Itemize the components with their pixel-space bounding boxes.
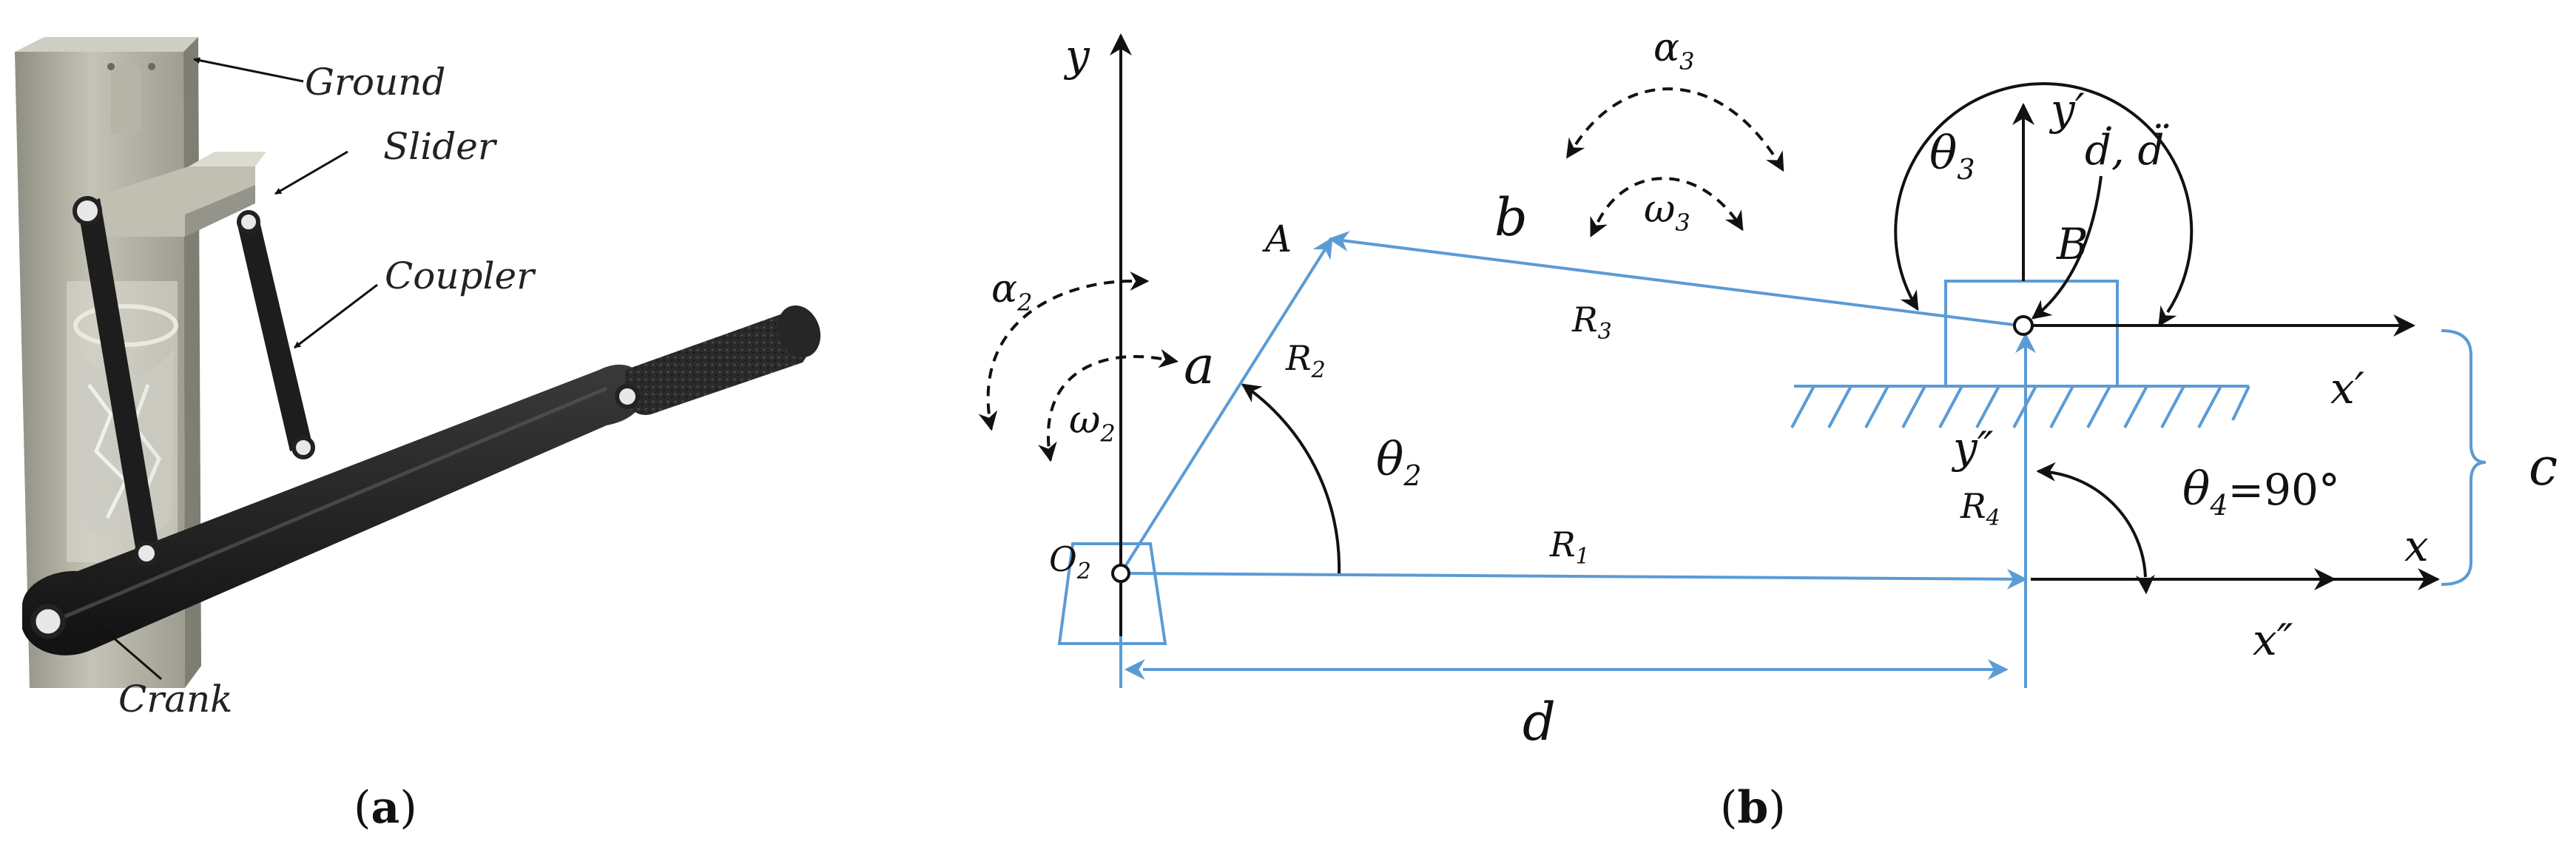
ground-label: Ground <box>305 61 445 104</box>
length-d-label: d <box>1523 692 1556 752</box>
vector-r2 <box>1119 237 1333 575</box>
r3-label: R3 <box>1571 300 1612 345</box>
alpha3-label: α3 <box>1653 26 1694 75</box>
point-a-label: A <box>1262 217 1292 260</box>
r2-label: R2 <box>1285 338 1326 383</box>
r4-label: R4 <box>1960 486 2000 531</box>
pivot-o2 <box>1111 564 1130 583</box>
omega2-label: ω2 <box>1069 398 1116 448</box>
crank-lever <box>22 305 821 655</box>
alpha2-label: α2 <box>991 267 1032 317</box>
coupler-label: Coupler <box>385 254 536 297</box>
y-dprime-label: y″ <box>1951 422 1994 473</box>
panel-b-caption: (b) <box>1720 782 1786 834</box>
slider-rate-pointer <box>2031 175 2103 320</box>
length-a-label: a <box>1184 335 1215 396</box>
panel-b-labels: y x y′ x′ y″ x″ A B O2 a b c d R1 R2 R3 … <box>991 26 2558 752</box>
omega3-arc <box>1590 177 1744 237</box>
length-c-label: c <box>2529 436 2558 497</box>
y-axis-label: y <box>1063 30 1090 81</box>
point-o2-label: O2 <box>1049 539 1091 584</box>
brace-c <box>2441 329 2486 586</box>
coupler-callout-arrow <box>294 283 378 349</box>
panel-a-illustration <box>15 37 821 688</box>
ground-pivot <box>1057 542 1167 645</box>
omega3-label: ω3 <box>1644 187 1690 237</box>
theta2-label: θ2 <box>1376 432 1422 492</box>
length-b-label: b <box>1494 187 1528 248</box>
vector-r1 <box>1120 568 2028 590</box>
ground-callout-arrow <box>193 57 304 83</box>
theta4-label: θ4=90° <box>2182 462 2340 522</box>
slider-label: Slider <box>383 125 498 168</box>
pin-b <box>2013 315 2034 336</box>
panel-a-caption: (a) <box>354 782 417 834</box>
point-b-label: B <box>2056 219 2088 269</box>
x-prime-label: x′ <box>2330 363 2364 414</box>
y-prime-label: y′ <box>2049 84 2085 135</box>
slider-rates-label: ḋ, d̈ <box>2085 123 2169 175</box>
slider-block <box>1944 280 2119 388</box>
slider-callout-arrow <box>274 150 348 195</box>
ground-hatch <box>1790 385 2250 428</box>
coupler-links <box>73 196 315 556</box>
slider-bracket <box>96 152 266 237</box>
x-dprime-label: x″ <box>2253 615 2293 665</box>
alpha3-arc <box>1566 87 1784 172</box>
crank-label: Crank <box>118 678 232 721</box>
alpha2-arc <box>978 271 1150 431</box>
r1-label: R1 <box>1549 524 1590 570</box>
crank-callout-arrow <box>95 621 162 681</box>
vector-r3 <box>1328 231 2020 327</box>
omega2-arc <box>1038 348 1179 462</box>
theta4-arc <box>2036 462 2155 595</box>
panel-b-diagram <box>978 33 2486 688</box>
x-axis-label: x <box>2404 521 2429 571</box>
theta3-label: θ3 <box>1929 126 1975 186</box>
theta2-arc <box>1241 383 1341 574</box>
panel-a-callouts: Ground Slider Coupler Crank <box>95 57 536 721</box>
theta3-arc <box>1894 82 2194 327</box>
